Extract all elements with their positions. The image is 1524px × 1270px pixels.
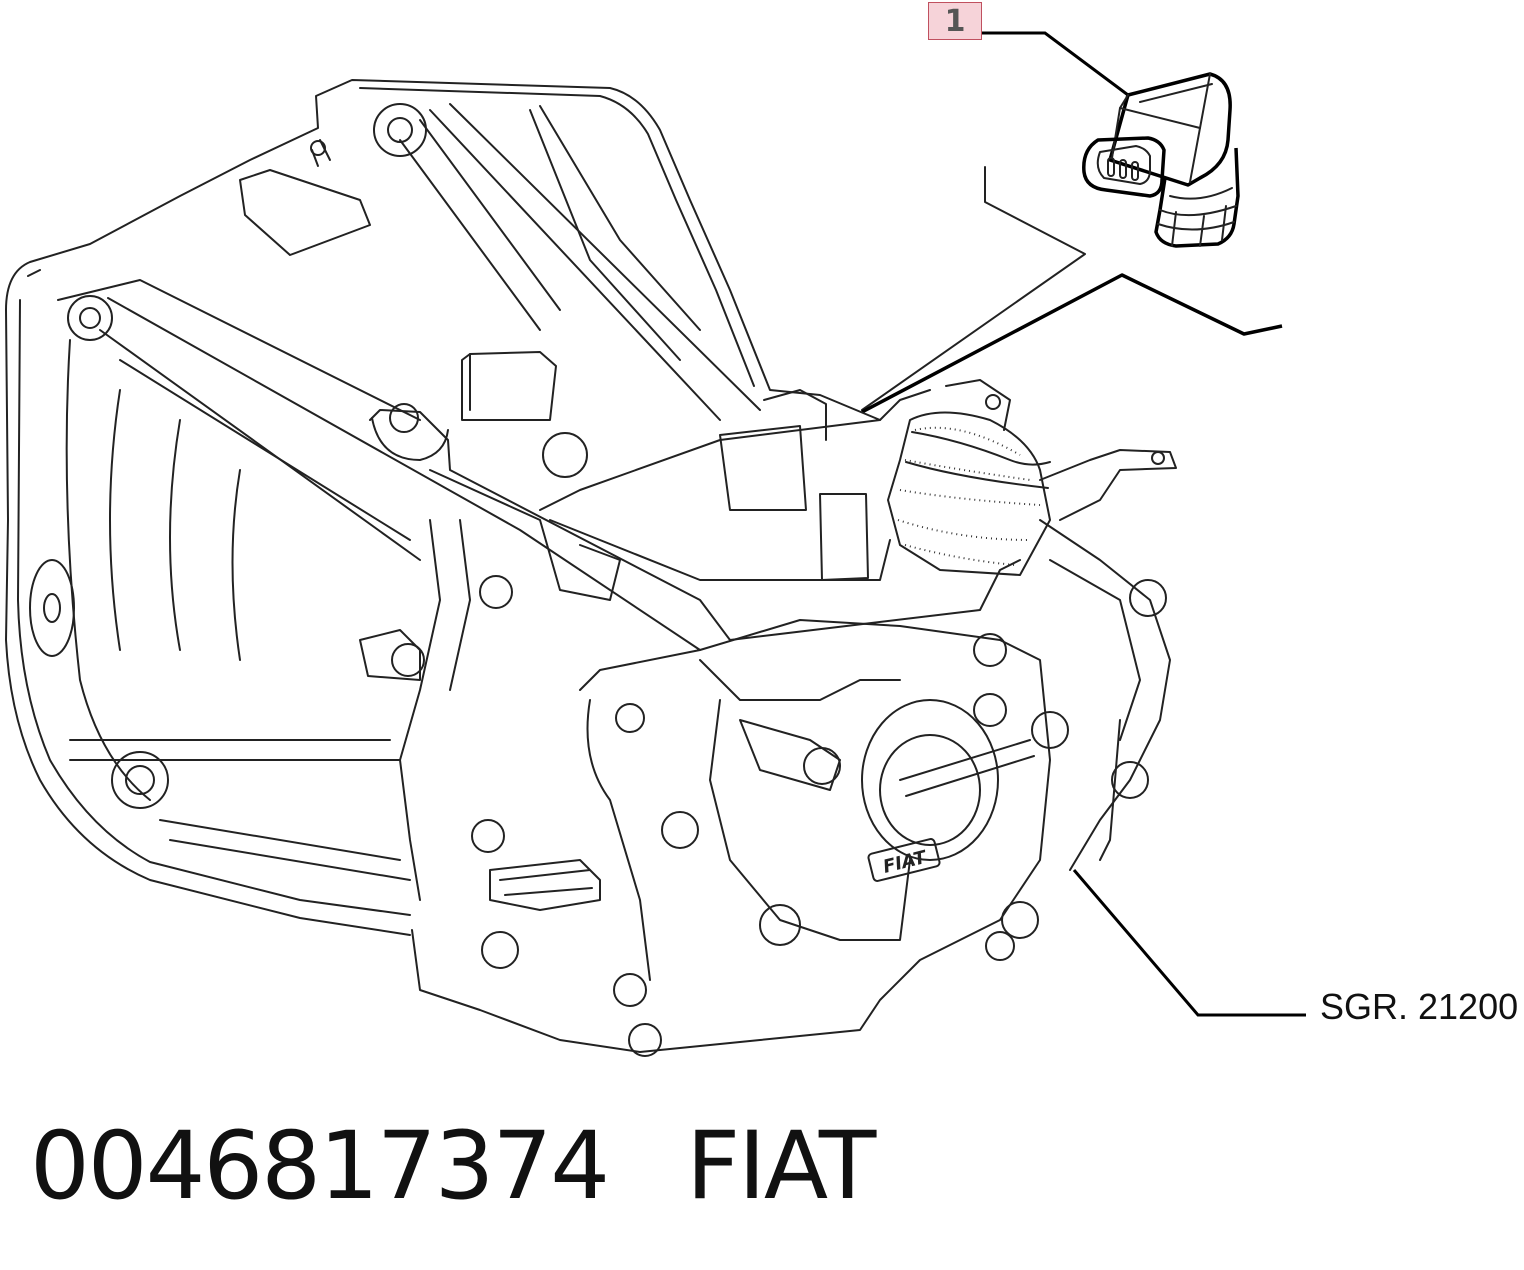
sensor-pointer-line-heavy (861, 273, 1283, 414)
callout-leader-line (982, 31, 1129, 97)
sensor-pointer-line (861, 166, 1086, 411)
leader-lines (861, 31, 1306, 1017)
sensor-part-drawing (1082, 72, 1240, 248)
callout-number-1: 1 (928, 2, 982, 40)
callout-number-text: 1 (944, 3, 966, 39)
footer-caption: 0046817374 FIAT (30, 1112, 876, 1221)
gearbox-assembly-drawing: FIAT (5, 79, 1177, 1057)
brand-name: FIAT (686, 1112, 876, 1221)
reference-leader-line (1072, 869, 1306, 1017)
reference-label: SGR. 21200 (1320, 986, 1519, 1027)
part-number: 0046817374 (30, 1112, 610, 1221)
